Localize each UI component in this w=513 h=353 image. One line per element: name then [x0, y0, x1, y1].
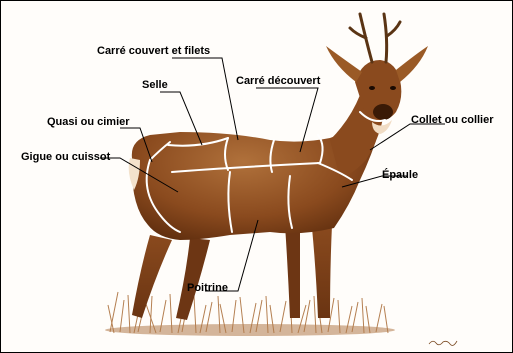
deer-ear-left	[326, 46, 362, 82]
label-epaule: Épaule	[382, 169, 418, 181]
hind-leg	[132, 235, 172, 318]
deer-eye-left	[369, 86, 375, 90]
hind-leg-far	[176, 238, 210, 320]
fore-leg	[312, 225, 332, 318]
ground-shadow	[105, 324, 395, 336]
label-selle: Selle	[142, 79, 168, 91]
label-quasi: Quasi ou cimier	[47, 116, 130, 128]
deer-ear-right	[396, 46, 428, 82]
fore-leg-far	[285, 225, 300, 318]
label-poitrine: Poitrine	[187, 282, 228, 294]
label-carre-decouvert: Carré découvert	[236, 75, 320, 87]
artist-signature	[428, 338, 458, 348]
label-gigue: Gigue ou cuissot	[21, 151, 110, 163]
deer-antlers	[350, 14, 400, 62]
deer-eye-right	[390, 86, 396, 90]
deer-muzzle	[373, 104, 393, 120]
label-carre-couvert: Carré couvert et filets	[97, 45, 210, 57]
label-collet: Collet ou collier	[411, 114, 494, 126]
